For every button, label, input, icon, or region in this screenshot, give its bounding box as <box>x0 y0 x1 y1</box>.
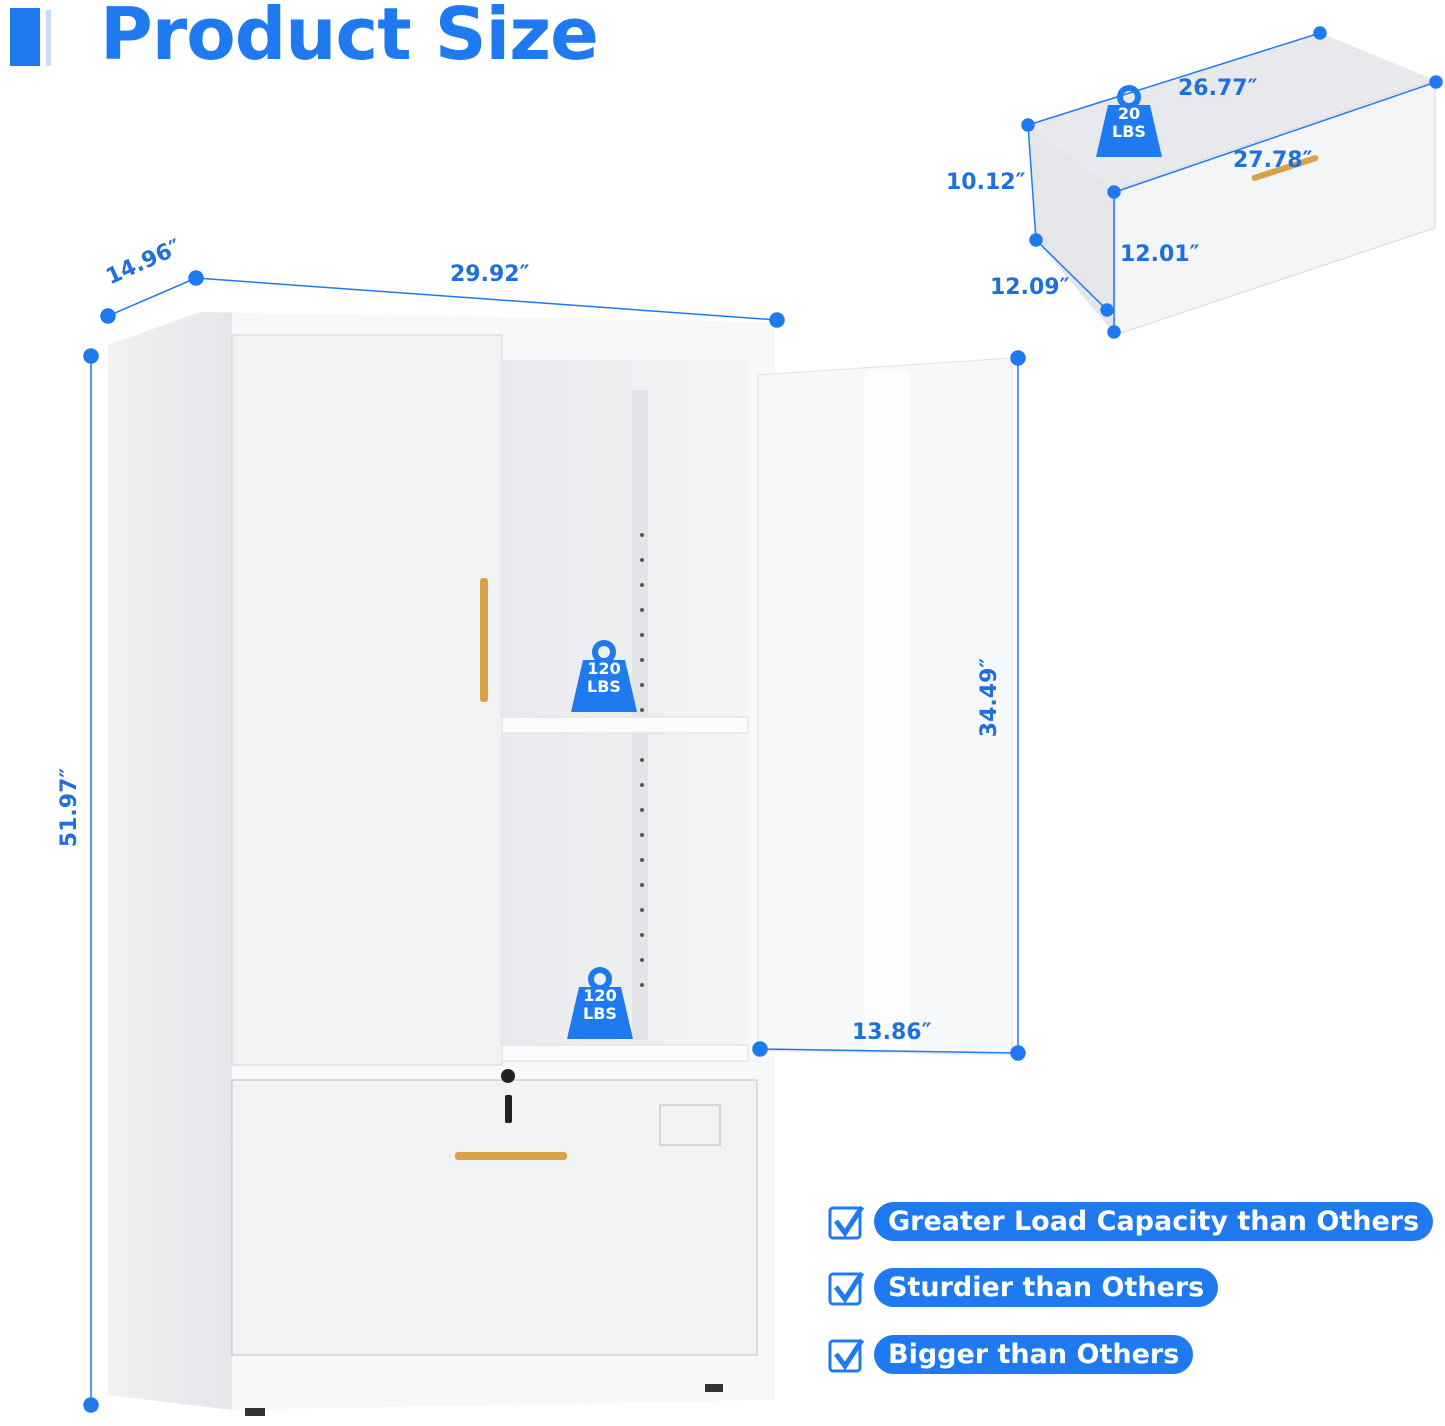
drawer-inner-length-label: 26.77″ <box>1178 76 1258 101</box>
title-accent-block <box>10 8 40 66</box>
checkbox-check-icon <box>828 1205 865 1239</box>
weight-icon <box>571 640 637 712</box>
feature-item: Bigger than Others <box>828 1335 1194 1374</box>
door-width-label: 13.86″ <box>852 1020 932 1045</box>
feature-label: Bigger than Others <box>874 1335 1194 1374</box>
weight-icon <box>1096 85 1162 157</box>
feature-label: Sturdier than Others <box>874 1268 1219 1307</box>
cabinet-height-label: 51.97″ <box>57 767 83 848</box>
checkbox-check-icon <box>828 1271 865 1305</box>
drawer-back-height-label: 10.12″ <box>946 170 1026 195</box>
title-accent-bar <box>46 10 51 66</box>
weight-icon <box>567 967 633 1039</box>
feature-label: Greater Load Capacity than Others <box>874 1202 1434 1241</box>
cabinet-width-label: 29.92″ <box>450 262 530 287</box>
drawer-depth-label: 12.09″ <box>990 275 1070 300</box>
door-height-label: 34.49″ <box>977 657 1003 738</box>
page-title: Product Size <box>100 0 599 76</box>
drawer-front-height-label: 12.01″ <box>1120 242 1200 267</box>
drawer-outer-length-label: 27.78″ <box>1233 148 1313 173</box>
feature-item: Greater Load Capacity than Others <box>828 1202 1434 1241</box>
checkbox-check-icon <box>828 1338 865 1372</box>
feature-item: Sturdier than Others <box>828 1268 1219 1307</box>
